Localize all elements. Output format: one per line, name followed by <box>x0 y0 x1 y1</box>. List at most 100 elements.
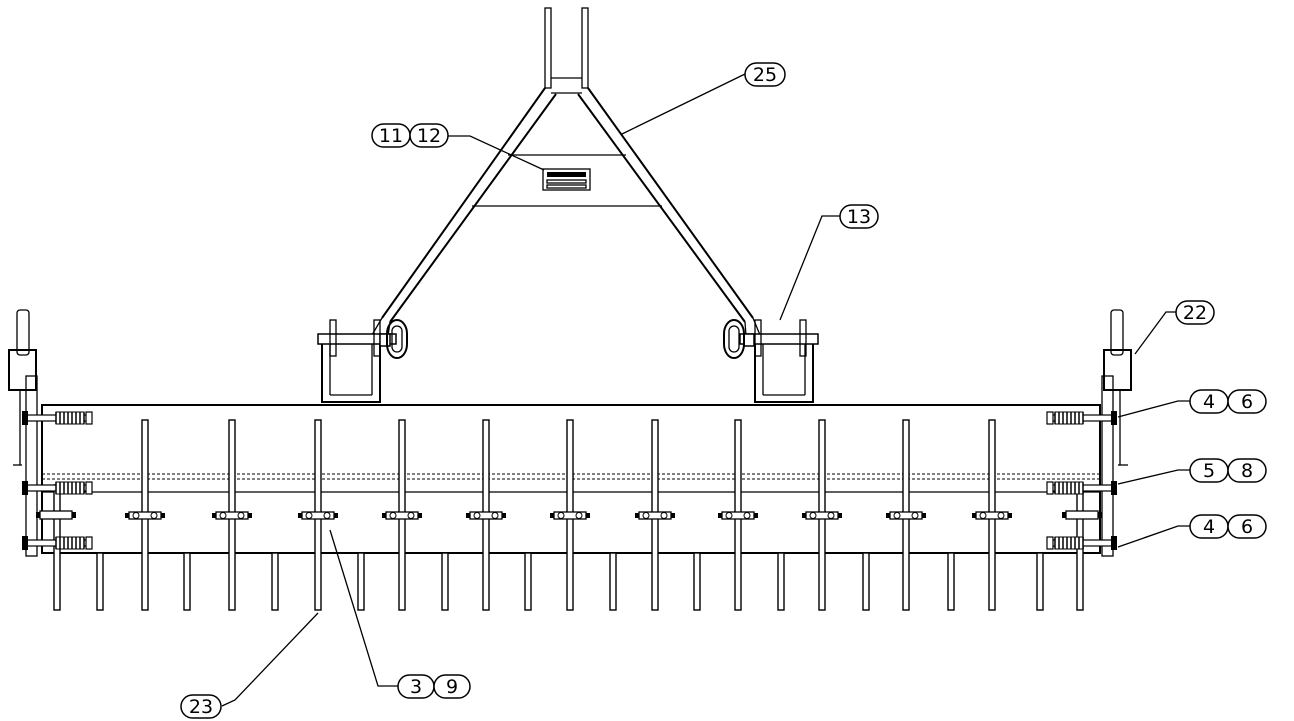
clamp-nut <box>550 513 554 518</box>
bolt-head <box>1111 481 1117 495</box>
bolt-head <box>1111 536 1117 550</box>
clamp-bolt <box>911 512 919 519</box>
leader-lines <box>221 73 1190 707</box>
clamp-plate <box>1065 510 1099 520</box>
left-side-post <box>8 309 38 557</box>
svg-text:6: 6 <box>1241 516 1253 538</box>
spring-bolts <box>22 411 1117 550</box>
clamp-bolt <box>997 512 1005 519</box>
clamp-bolt <box>827 512 835 519</box>
clamp-bolt <box>473 512 481 519</box>
short-tine <box>441 552 449 611</box>
clamp-bolt <box>725 512 733 519</box>
callout-4-bottom: 4 <box>1189 514 1229 539</box>
clamp-bolt <box>323 512 331 519</box>
serial-plate <box>542 168 591 191</box>
long-tine <box>382 419 422 611</box>
callout-5: 5 <box>1189 458 1229 483</box>
callout-25: 25 <box>744 62 786 87</box>
clamp-bolt <box>809 512 817 519</box>
short-tine <box>183 552 191 611</box>
callout-9: 9 <box>433 674 471 699</box>
clamp-bolt <box>743 512 751 519</box>
bolt-nut <box>85 411 93 425</box>
svg-text:12: 12 <box>417 125 441 147</box>
clamp-bolt <box>642 512 650 519</box>
clamp-bolt <box>150 512 158 519</box>
end-clamp <box>36 510 76 520</box>
callout-6-bottom: 6 <box>1227 514 1267 539</box>
spring-bolt <box>22 411 93 425</box>
clamp-bolt <box>305 512 313 519</box>
long-tine <box>802 419 842 611</box>
clamp-nut <box>754 513 758 518</box>
clamp-nut <box>298 513 302 518</box>
bolt-nut <box>1046 536 1054 550</box>
callout-23: 23 <box>180 694 222 719</box>
svg-text:11: 11 <box>379 125 403 147</box>
clamp-bolt <box>575 512 583 519</box>
spring-bolt <box>1046 411 1117 425</box>
bolt-nut <box>85 481 93 495</box>
right-side-post <box>1101 309 1132 557</box>
bolt-head <box>22 536 28 550</box>
callout-12: 12 <box>409 123 449 148</box>
clamp-nut <box>718 513 722 518</box>
svg-text:22: 22 <box>1183 302 1207 324</box>
clamp-bolt <box>219 512 227 519</box>
a-frame-hitch <box>371 7 761 337</box>
callout-6-top: 6 <box>1227 389 1267 414</box>
long-tine <box>466 419 506 611</box>
clamp-nut <box>972 513 976 518</box>
svg-text:3: 3 <box>410 676 422 698</box>
long-tine <box>212 419 252 611</box>
clamp-bolt <box>389 512 397 519</box>
short-tine <box>524 552 532 611</box>
callout-4-top: 4 <box>1189 389 1229 414</box>
clamp-nut <box>586 513 590 518</box>
clamp-nut <box>922 513 926 518</box>
spring-bolt <box>22 536 93 550</box>
svg-text:5: 5 <box>1203 460 1215 482</box>
left-hitch-bracket <box>317 319 408 403</box>
clamp-bolt <box>660 512 668 519</box>
clamp-nut <box>212 513 216 518</box>
long-tine <box>718 419 758 611</box>
short-tine <box>693 552 701 611</box>
svg-text:4: 4 <box>1203 516 1215 538</box>
spring-bolt <box>1046 481 1117 495</box>
long-tine <box>550 419 590 611</box>
clamp-nut <box>248 513 252 518</box>
short-tine <box>357 552 365 611</box>
clamp-nut <box>1062 512 1066 518</box>
clamp-bolt <box>893 512 901 519</box>
clamp-nut <box>886 513 890 518</box>
short-tine <box>1036 552 1044 611</box>
tine-array <box>53 419 1084 611</box>
clamp-bolt <box>979 512 987 519</box>
bolt-head <box>1111 411 1117 425</box>
callout-13: 13 <box>839 204 879 229</box>
clamp-nut <box>334 513 338 518</box>
long-tine <box>125 419 165 611</box>
svg-text:8: 8 <box>1241 460 1253 482</box>
end-clamp <box>1062 510 1102 520</box>
right-hitch-bracket <box>723 319 819 403</box>
clamp-nut <box>671 513 675 518</box>
short-tine <box>271 552 279 611</box>
callout-11: 11 <box>371 123 411 148</box>
short-tine <box>947 552 955 611</box>
callout-3: 3 <box>397 674 435 699</box>
bolt-nut <box>1046 481 1054 495</box>
clamp-bolt <box>132 512 140 519</box>
clamp-nut <box>802 513 806 518</box>
short-tine <box>609 552 617 611</box>
short-tine <box>96 552 104 611</box>
svg-text:23: 23 <box>189 696 213 718</box>
short-tine <box>777 552 785 611</box>
clamp-nut <box>1008 513 1012 518</box>
short-tine <box>862 552 870 611</box>
clamp-nut <box>502 513 506 518</box>
callout-8: 8 <box>1227 458 1267 483</box>
